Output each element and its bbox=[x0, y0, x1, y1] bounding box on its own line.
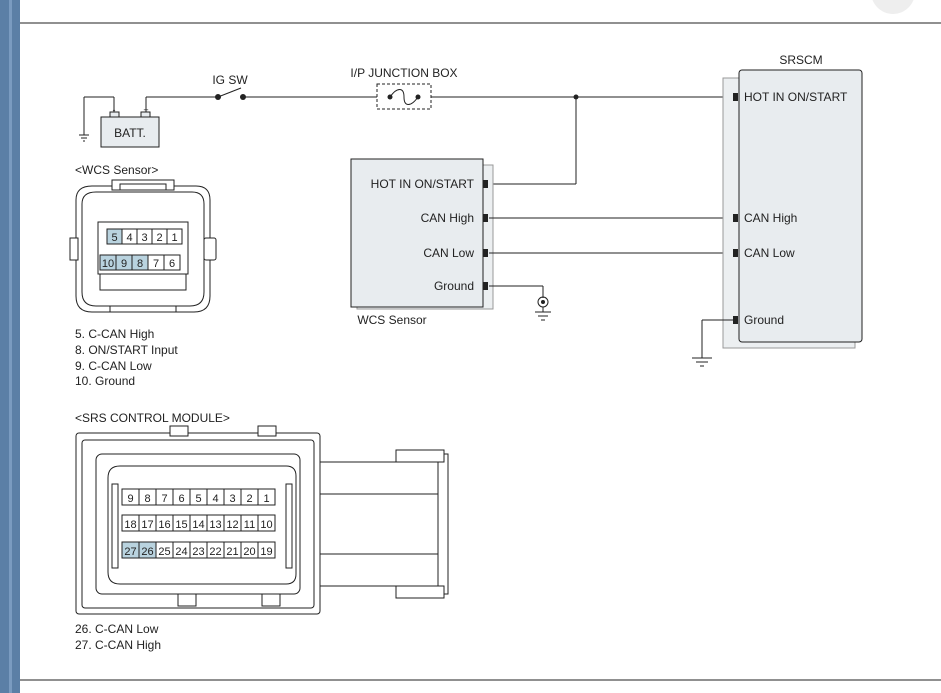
wcs-pin-hot-in: HOT IN ON/START bbox=[371, 177, 475, 191]
wcs-module-caption: WCS Sensor bbox=[357, 313, 426, 327]
wcs-ground bbox=[489, 285, 551, 321]
srscm-pin-ground: Ground bbox=[744, 313, 784, 327]
pin-number: 3 bbox=[229, 493, 235, 505]
pin-number: 26 bbox=[141, 546, 153, 558]
pin-number: 3 bbox=[141, 232, 147, 244]
battery-negative-label: - bbox=[113, 105, 116, 115]
pin-number: 27 bbox=[124, 546, 136, 558]
fuse-symbol bbox=[389, 89, 419, 105]
pin-number: 10 bbox=[102, 258, 114, 270]
pin-number: 17 bbox=[141, 519, 153, 531]
srs-legend-item: 27. C-CAN High bbox=[75, 638, 161, 652]
pin-number: 8 bbox=[137, 258, 143, 270]
wcs-pin-ground: Ground bbox=[434, 279, 474, 293]
srs-connector-title: <SRS CONTROL MODULE> bbox=[75, 411, 230, 425]
srscm-pin-can-high: CAN High bbox=[744, 211, 797, 225]
wcs-legend-item: 5. C-CAN High bbox=[75, 327, 154, 341]
pin-number: 18 bbox=[124, 519, 136, 531]
pin-number: 14 bbox=[192, 519, 204, 531]
pin-number: 25 bbox=[158, 546, 170, 558]
pin-number: 12 bbox=[226, 519, 238, 531]
pin-number: 2 bbox=[156, 232, 162, 244]
wcs-legend-item: 8. ON/START Input bbox=[75, 343, 178, 357]
pin-number: 20 bbox=[243, 546, 255, 558]
corner-shadow bbox=[872, 0, 914, 14]
pin-number: 24 bbox=[175, 546, 187, 558]
ignition-switch: IG SW bbox=[212, 73, 248, 100]
pin-number: 4 bbox=[126, 232, 132, 244]
srscm-ground bbox=[692, 319, 733, 367]
srs-legend-item: 26. C-CAN Low bbox=[75, 622, 159, 636]
srscm-pin-hot-in: HOT IN ON/START bbox=[744, 90, 848, 104]
battery-box bbox=[100, 116, 160, 148]
pin-number: 10 bbox=[260, 519, 272, 531]
srscm-box bbox=[738, 69, 863, 343]
pin-number: 9 bbox=[127, 493, 133, 505]
main-power-line bbox=[145, 94, 733, 185]
pin-number: 5 bbox=[195, 493, 201, 505]
battery-label: BATT. bbox=[114, 126, 146, 140]
pin-number: 23 bbox=[192, 546, 204, 558]
wcs-pin-can-low: CAN Low bbox=[423, 246, 474, 260]
left-edge-stripe bbox=[9, 0, 12, 693]
wcs-legend-item: 10. Ground bbox=[75, 374, 135, 388]
srs-pin-legend: 26. C-CAN Low 27. C-CAN High bbox=[75, 622, 161, 652]
wcs-connector-title: <WCS Sensor> bbox=[75, 163, 158, 177]
srscm-pin-can-low: CAN Low bbox=[744, 246, 795, 260]
pin-number: 19 bbox=[260, 546, 272, 558]
pin-cell bbox=[257, 488, 276, 506]
wcs-module-box bbox=[350, 158, 484, 308]
ip-junction-box: I/P JUNCTION BOX bbox=[350, 66, 458, 110]
pin-number: 4 bbox=[212, 493, 218, 505]
battery: - + BATT. bbox=[79, 96, 160, 148]
pin-cell bbox=[257, 541, 276, 559]
ip-junction-box-label: I/P JUNCTION BOX bbox=[350, 66, 457, 80]
wcs-legend-item: 9. C-CAN Low bbox=[75, 359, 152, 373]
pin-cell bbox=[166, 228, 183, 245]
pin-number: 16 bbox=[158, 519, 170, 531]
pin-number: 1 bbox=[263, 493, 269, 505]
can-wires bbox=[489, 217, 733, 254]
pin-number: 15 bbox=[175, 519, 187, 531]
pin-number: 7 bbox=[153, 258, 159, 270]
pin-number: 22 bbox=[209, 546, 221, 558]
pin-number: 6 bbox=[178, 493, 184, 505]
pin-number: 7 bbox=[161, 493, 167, 505]
pin-number: 11 bbox=[244, 519, 255, 531]
pin-number: 13 bbox=[209, 519, 221, 531]
pin-number: 2 bbox=[246, 493, 252, 505]
pin-number: 5 bbox=[111, 232, 117, 244]
pin-number: 1 bbox=[171, 232, 177, 244]
pin-number: 21 bbox=[226, 546, 238, 558]
pin-number: 6 bbox=[169, 258, 175, 270]
pin-cell bbox=[257, 514, 276, 532]
srscm-module: SRSCM HOT IN ON/START CAN High CAN Low G… bbox=[722, 53, 863, 349]
srscm-title: SRSCM bbox=[779, 53, 822, 67]
wcs-pin-can-high: CAN High bbox=[421, 211, 474, 225]
pin-number: 8 bbox=[144, 493, 150, 505]
ig-sw-label: IG SW bbox=[212, 73, 248, 87]
wcs-sensor-module: WCS Sensor HOT IN ON/START CAN High CAN … bbox=[350, 158, 494, 327]
junction-box-outline bbox=[376, 83, 432, 110]
pin-cell bbox=[163, 254, 181, 271]
pin-number: 9 bbox=[121, 258, 127, 270]
wcs-pin-legend: 5. C-CAN High 8. ON/START Input 9. C-CAN… bbox=[75, 327, 178, 388]
